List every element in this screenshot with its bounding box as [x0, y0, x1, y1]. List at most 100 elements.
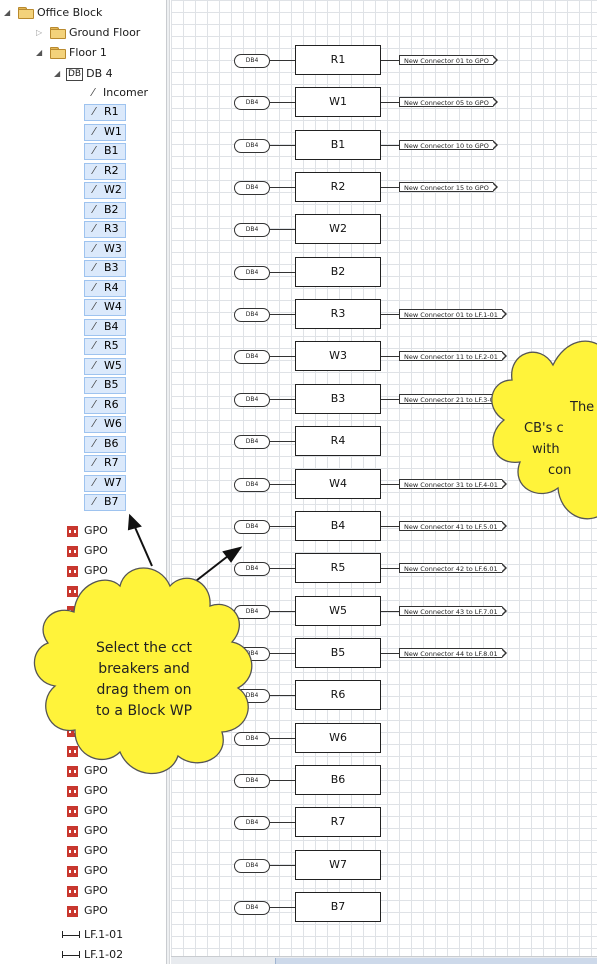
tree-node-breaker[interactable] [84, 104, 126, 121]
tree-node-gpo[interactable]: GPO [67, 842, 108, 860]
tree-node-gpo[interactable]: GPO [67, 722, 108, 740]
circuit-block[interactable]: B3 [295, 384, 381, 414]
db-source-tag[interactable]: DB4 [234, 266, 270, 280]
panel-splitter[interactable] [166, 0, 170, 964]
connector-tag[interactable]: New Connector 01 to LF.1-01 [399, 309, 507, 319]
db-source-tag[interactable]: DB4 [234, 901, 270, 915]
connector-tag[interactable]: New Connector 15 to GPO [399, 182, 498, 192]
tree-node-breaker[interactable] [84, 475, 126, 492]
tree-node-breaker[interactable] [84, 299, 126, 316]
circuit-block[interactable]: W7 [295, 850, 381, 880]
tree-node-breaker[interactable] [84, 182, 126, 199]
circuit-block[interactable]: W4 [295, 469, 381, 499]
circuit-block[interactable]: R6 [295, 680, 381, 710]
circuit-block[interactable]: B2 [295, 257, 381, 287]
connector-tag[interactable]: New Connector 31 to LF.4-01 [399, 479, 507, 489]
tree-node-breaker[interactable] [84, 221, 126, 238]
circuit-block[interactable]: W1 [295, 87, 381, 117]
tree-node-lf[interactable]: LF.1-01 [62, 926, 123, 944]
tree-node-breaker[interactable] [84, 163, 126, 180]
connector-tag[interactable]: New Connector 05 to GPO [399, 97, 498, 107]
tree-node-breaker[interactable] [84, 241, 126, 258]
db-source-tag[interactable]: DB4 [234, 774, 270, 788]
tree-node-breaker[interactable] [84, 436, 126, 453]
tree-node-lf[interactable]: LF.1-02 [62, 946, 123, 964]
tree-node-breaker[interactable] [84, 358, 126, 375]
expand-triangle-icon[interactable]: ◢ [54, 69, 61, 78]
db-source-tag[interactable]: DB4 [234, 308, 270, 322]
tree-node-breaker[interactable] [84, 455, 126, 472]
tree-node-incomer[interactable]: ⁄Incomer [86, 84, 148, 102]
tree-node-gpo[interactable]: GPO [67, 562, 108, 580]
tree-node-breaker[interactable] [84, 377, 126, 394]
db-source-tag[interactable]: DB4 [234, 859, 270, 873]
connector-tag[interactable]: New Connector 44 to LF.8.01 [399, 648, 507, 658]
tree-node-gpo[interactable]: GPO [67, 762, 108, 780]
tree-node-gpo[interactable]: GPO [67, 862, 108, 880]
circuit-block[interactable]: R5 [295, 553, 381, 583]
tree-node-breaker[interactable] [84, 397, 126, 414]
horizontal-scrollbar[interactable] [171, 956, 597, 964]
tree-node-gpo[interactable]: GPO [67, 582, 108, 600]
tree-node-breaker[interactable] [84, 143, 126, 160]
db-source-tag[interactable]: DB4 [234, 96, 270, 110]
circuit-block[interactable]: B5 [295, 638, 381, 668]
db-source-tag[interactable]: DB4 [234, 562, 270, 576]
db-source-tag[interactable]: DB4 [234, 54, 270, 68]
db-source-tag[interactable]: DB4 [234, 478, 270, 492]
circuit-block[interactable]: W5 [295, 596, 381, 626]
tree-node-breaker[interactable] [84, 416, 126, 433]
circuit-block[interactable]: B4 [295, 511, 381, 541]
tree-node-breaker[interactable] [84, 124, 126, 141]
tree-node-gpo[interactable]: GPO [67, 602, 108, 620]
db-source-tag[interactable]: DB4 [234, 816, 270, 830]
db-source-tag[interactable]: DB4 [234, 605, 270, 619]
circuit-block[interactable]: R4 [295, 426, 381, 456]
connector-tag[interactable]: New Connector 11 to LF.2-01 [399, 351, 507, 361]
db-source-tag[interactable]: DB4 [234, 139, 270, 153]
circuit-block[interactable]: R3 [295, 299, 381, 329]
tree-node-gpo[interactable]: GPO [67, 882, 108, 900]
connector-tag[interactable]: New Connector 10 to GPO [399, 140, 498, 150]
tree-node-breaker[interactable] [84, 202, 126, 219]
connector-tag[interactable]: New Connector 01 to GPO [399, 55, 498, 65]
tree-node-gpo[interactable]: GPO [67, 522, 108, 540]
tree-node-gpo[interactable]: GPO [67, 902, 108, 920]
circuit-block[interactable]: R7 [295, 807, 381, 837]
expand-triangle-icon[interactable]: ◢ [36, 48, 43, 57]
db-source-tag[interactable]: DB4 [234, 520, 270, 534]
tree-node-breaker[interactable] [84, 260, 126, 277]
connector-tag[interactable]: New Connector 41 to LF.5.01 [399, 521, 507, 531]
tree-node-breaker[interactable] [84, 494, 126, 511]
tree-node-gpo[interactable]: GPO [67, 802, 108, 820]
project-tree[interactable]: ◢ Office Block ▷ Ground Floor ◢ Floor 1 … [0, 0, 166, 964]
connector-tag[interactable]: New Connector 21 to LF.3-01 [399, 394, 507, 404]
db-source-tag[interactable]: DB4 [234, 689, 270, 703]
circuit-block[interactable]: B1 [295, 130, 381, 160]
circuit-block[interactable]: B6 [295, 765, 381, 795]
db-source-tag[interactable]: DB4 [234, 181, 270, 195]
tree-node-gpo[interactable]: GPO [67, 542, 108, 560]
db-source-tag[interactable]: DB4 [234, 223, 270, 237]
connector-tag[interactable]: New Connector 43 to LF.7.01 [399, 606, 507, 616]
expand-triangle-icon[interactable]: ◢ [4, 8, 11, 17]
circuit-block[interactable]: W6 [295, 723, 381, 753]
circuit-block[interactable]: W3 [295, 341, 381, 371]
circuit-block[interactable]: R1 [295, 45, 381, 75]
circuit-block[interactable]: B7 [295, 892, 381, 922]
db-source-tag[interactable]: DB4 [234, 435, 270, 449]
tree-node-breaker[interactable] [84, 280, 126, 297]
tree-node-gpo[interactable]: GPO [67, 782, 108, 800]
tree-node-breaker[interactable] [84, 319, 126, 336]
db-source-tag[interactable]: DB4 [234, 732, 270, 746]
db-source-tag[interactable]: DB4 [234, 647, 270, 661]
tree-node-breaker[interactable] [84, 338, 126, 355]
collapsed-triangle-icon[interactable]: ▷ [36, 28, 43, 37]
scrollbar-thumb[interactable] [275, 958, 597, 964]
tree-node-gpo[interactable]: GPO [67, 822, 108, 840]
tree-node-gpo[interactable]: GPO [67, 742, 108, 760]
connector-tag[interactable]: New Connector 42 to LF.6.01 [399, 563, 507, 573]
circuit-block[interactable]: W2 [295, 214, 381, 244]
db-source-tag[interactable]: DB4 [234, 393, 270, 407]
db-source-tag[interactable]: DB4 [234, 350, 270, 364]
